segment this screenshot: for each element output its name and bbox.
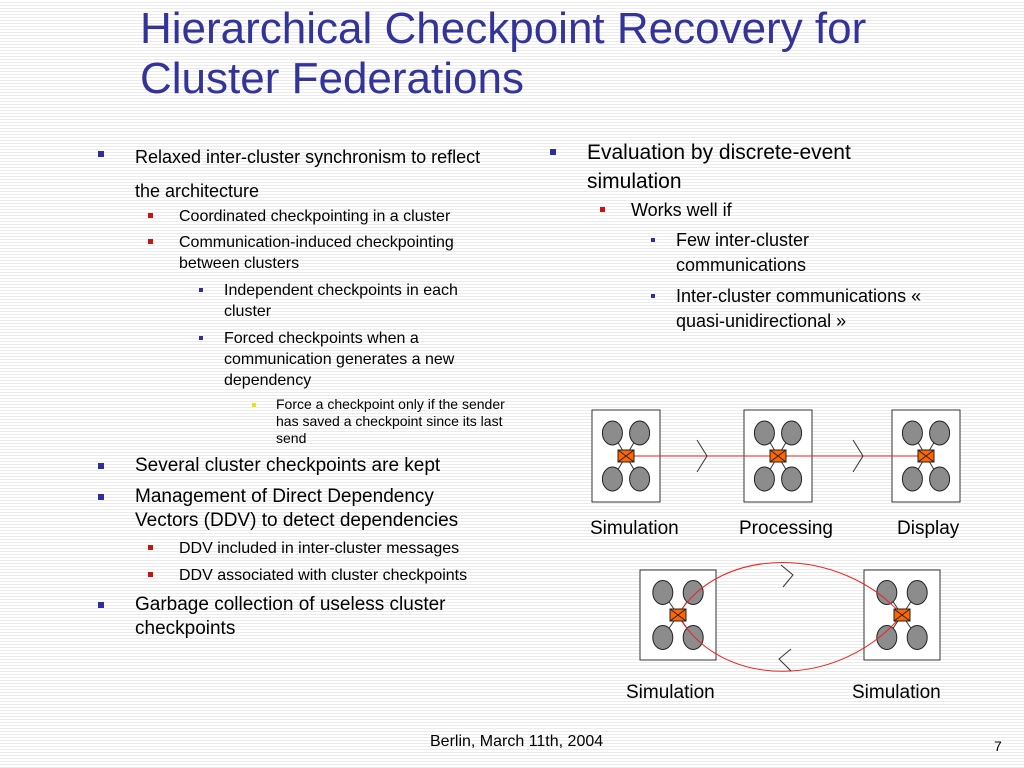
- cluster-node: [901, 466, 923, 492]
- bullet-icon: [651, 238, 655, 242]
- router-icon-cross: [669, 608, 687, 622]
- list-item: Garbage collection of useless cluster ch…: [98, 593, 465, 641]
- footer-text: Berlin, March 11th, 2004: [430, 733, 604, 750]
- diagram-label-simulation-right: Simulation: [852, 682, 941, 703]
- list-item: Relaxed inter-cluster synchronism to ref…: [98, 140, 505, 208]
- cluster-node: [906, 625, 928, 650]
- list-item: Independent checkpoints in each cluster: [98, 280, 474, 322]
- cluster-node: [682, 625, 704, 650]
- cluster-node: [781, 420, 803, 446]
- bullet-icon: [148, 239, 153, 244]
- cluster-node: [876, 580, 898, 605]
- cluster-node: [629, 466, 651, 492]
- cluster-node: [781, 466, 803, 492]
- cluster-node: [906, 580, 928, 605]
- list-item: Communication-induced checkpointing betw…: [98, 232, 469, 274]
- router-icon-cross: [769, 449, 787, 463]
- cluster-node: [901, 420, 923, 446]
- bullet-icon: [252, 403, 256, 407]
- bullet-icon: [148, 213, 153, 218]
- bullet-icon: [550, 149, 556, 155]
- bullet-icon: [600, 207, 605, 212]
- bullet-icon: [148, 545, 153, 550]
- list-item: Inter-cluster communications « quasi-uni…: [550, 284, 941, 334]
- router-icon-cross: [917, 449, 935, 463]
- bullet-icon: [98, 151, 104, 157]
- diagram-label-processing: Processing: [739, 518, 833, 539]
- right-bullet-list: Evaluation by discrete-event simulation …: [550, 138, 970, 334]
- list-item: Few inter-cluster communications: [550, 228, 936, 278]
- bullet-icon: [199, 288, 203, 292]
- cluster-node: [929, 466, 951, 492]
- message-curve-top: [677, 562, 903, 616]
- chevron-right-icon: [852, 439, 864, 473]
- bullet-icon: [651, 294, 655, 298]
- router-icon-cross: [617, 449, 635, 463]
- chevron-right-icon: [780, 564, 794, 588]
- cluster-node: [753, 466, 775, 492]
- slide-title: Hierarchical Checkpoint Recovery for Clu…: [140, 4, 867, 103]
- cluster-node: [652, 580, 674, 605]
- bullet-icon: [98, 602, 104, 608]
- diagram-label-simulation: Simulation: [590, 518, 679, 539]
- bullet-icon: [98, 494, 104, 500]
- list-item: Several cluster checkpoints are kept: [98, 454, 505, 478]
- cluster-node: [682, 580, 704, 605]
- list-item: DDV associated with cluster checkpoints: [98, 565, 469, 586]
- cluster-node: [601, 466, 623, 492]
- cluster-node: [753, 420, 775, 446]
- diagram-label-simulation-left: Simulation: [626, 682, 715, 703]
- list-item: Management of Direct Dependency Vectors …: [98, 485, 500, 533]
- list-item: Force a checkpoint only if the sender ha…: [98, 396, 506, 447]
- diagram-label-display: Display: [897, 518, 960, 539]
- cluster-node: [629, 420, 651, 446]
- bullet-icon: [98, 463, 104, 469]
- list-item: Coordinated checkpointing in a cluster: [98, 206, 469, 227]
- message-curve-bottom: [677, 614, 903, 672]
- cluster-node: [929, 420, 951, 446]
- chevron-left-icon: [778, 648, 792, 672]
- list-item: Evaluation by discrete-event simulation: [550, 138, 937, 196]
- list-item: Works well if: [550, 198, 931, 222]
- cluster-node: [876, 625, 898, 650]
- cluster-node: [601, 420, 623, 446]
- bullet-icon: [148, 572, 153, 577]
- bullet-icon: [199, 336, 203, 340]
- router-icon-cross: [893, 608, 911, 622]
- left-bullet-list: Relaxed inter-cluster synchronism to ref…: [98, 140, 508, 641]
- page-number: 7: [994, 738, 1002, 754]
- list-item: Forced checkpoints when a communication …: [98, 328, 479, 391]
- chevron-right-icon: [696, 439, 708, 473]
- list-item: DDV included in inter-cluster messages: [98, 538, 469, 559]
- cluster-node: [652, 625, 674, 650]
